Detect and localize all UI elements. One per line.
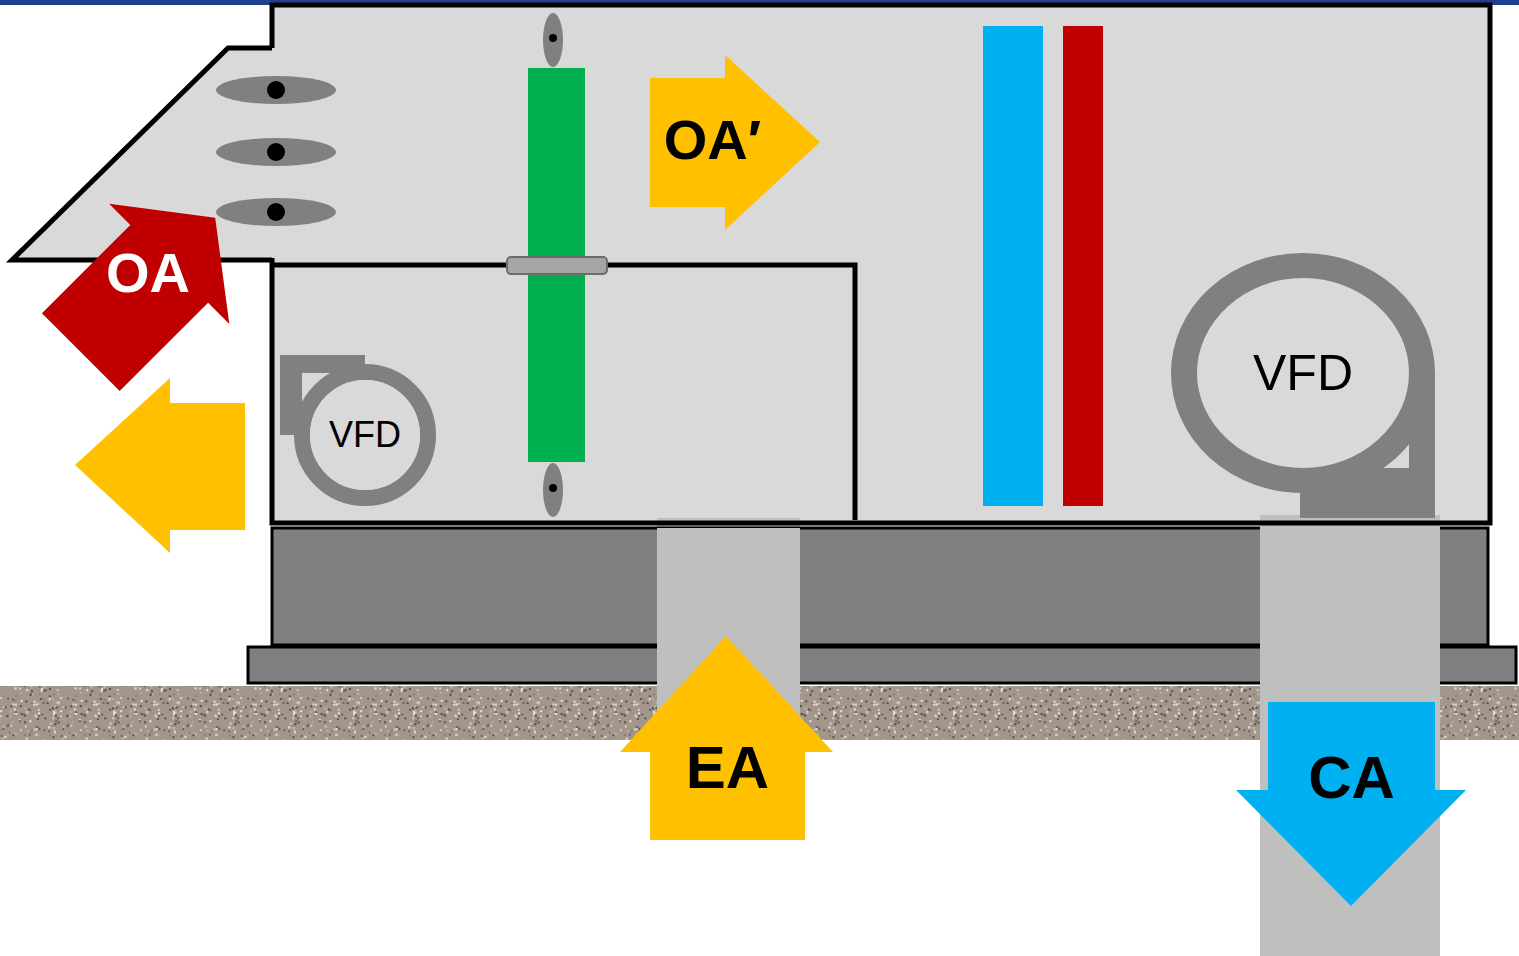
- text-area: OA: [78, 243, 218, 303]
- airflow-label: CA: [1308, 748, 1395, 808]
- text-area: CA: [1268, 746, 1435, 810]
- text-area: EA: [650, 736, 805, 800]
- exhaust-fan-scroll: [280, 355, 428, 498]
- fan-drive-label: VFD: [1253, 348, 1353, 398]
- airflow-label: OA′: [664, 112, 761, 168]
- cooling-coil: [983, 26, 1043, 506]
- airflow-label: EA: [686, 738, 769, 798]
- text-area: VFD: [315, 415, 415, 455]
- energy-recovery-wheel: [507, 13, 607, 517]
- supply-fan-scroll: [1184, 266, 1435, 518]
- airflow-label: OA: [106, 245, 190, 301]
- arrow-shape: [42, 204, 229, 391]
- exhaust-fan-vfd: VFD: [310, 380, 420, 490]
- exhaust-air-arrow: EA: [620, 636, 834, 842]
- outdoor-air-arrow: OA′: [650, 55, 822, 232]
- arrow-shape: [620, 636, 833, 840]
- arrow-shape: [650, 55, 820, 230]
- outdoor-air-intake-arrow: OA: [30, 180, 250, 395]
- supply-fan-vfd: VFD: [1198, 278, 1408, 468]
- fan-drive-label: VFD: [329, 417, 401, 453]
- text-area: OA′: [650, 110, 775, 170]
- fan-hub: [1198, 278, 1408, 468]
- heating-coil: [1063, 26, 1103, 506]
- exhaust-discharge-arrow: [75, 378, 245, 553]
- conditioned-air-arrow: CA: [1236, 702, 1467, 908]
- fan-hub: [310, 380, 420, 490]
- arrow-shape: [1236, 702, 1466, 906]
- text-area: VFD: [1208, 343, 1398, 403]
- intake-dampers: [216, 76, 336, 226]
